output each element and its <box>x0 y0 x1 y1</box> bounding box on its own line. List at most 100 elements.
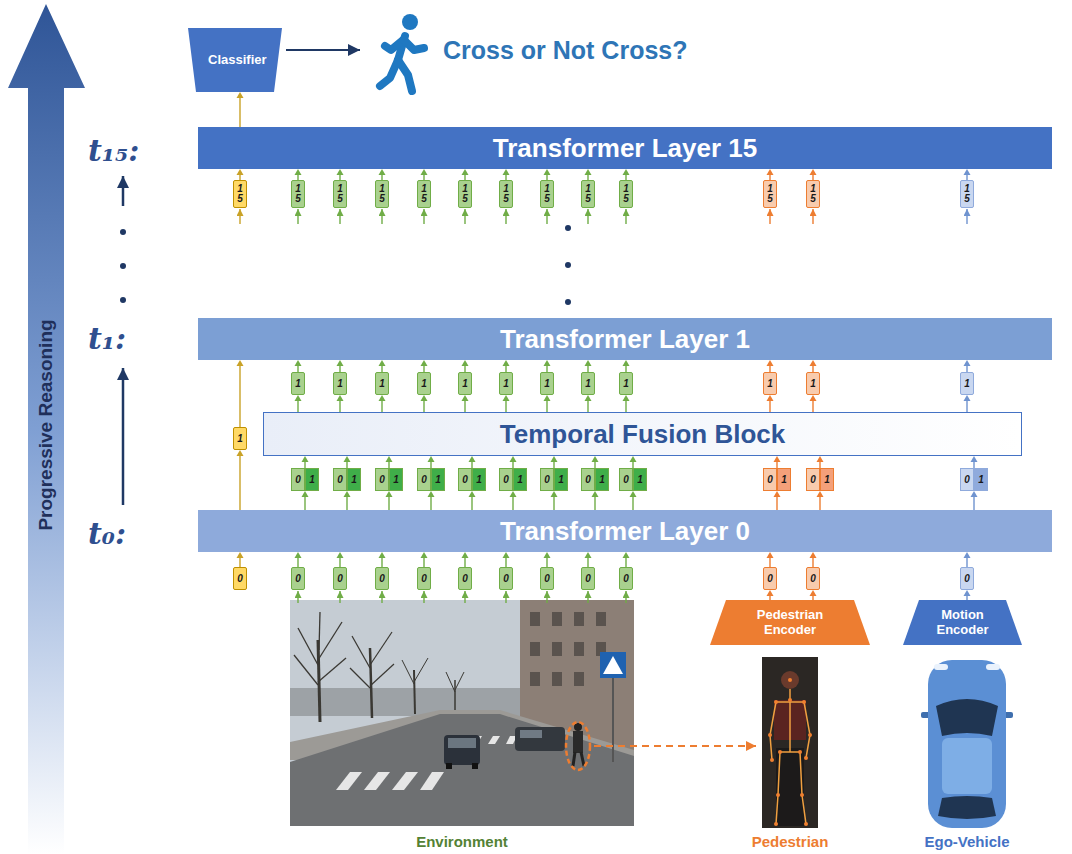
arrow-connector <box>295 395 302 412</box>
node-text: 15 <box>767 184 773 205</box>
arrow-connector <box>379 169 386 180</box>
node-text: 0 <box>619 468 633 491</box>
arrow-head <box>817 456 824 462</box>
token-box: 0 <box>540 567 554 590</box>
token-pair: 01 <box>960 468 988 491</box>
arrow-connector <box>337 360 344 372</box>
label-text: t₁: <box>88 321 126 356</box>
arrow-connector <box>767 552 774 567</box>
arrow-line <box>512 461 513 468</box>
arrow-line <box>423 365 424 372</box>
node-text: 0 <box>291 468 305 491</box>
token-pair: 01 <box>291 468 319 491</box>
token-box: 15 <box>806 180 820 208</box>
token-pair: 01 <box>417 468 445 491</box>
token-box: 15 <box>233 180 247 208</box>
arrow-connector <box>469 491 476 510</box>
arrow-head <box>623 552 630 558</box>
arrow-head <box>344 491 351 497</box>
arrow-head <box>810 360 817 366</box>
node-text: 0 <box>623 573 629 584</box>
arrow-head <box>337 169 344 175</box>
arrow-head <box>237 450 244 456</box>
arrow-line <box>625 365 626 372</box>
arrow-head <box>544 395 551 401</box>
token-box: 1 <box>806 372 820 395</box>
arrow-head <box>623 169 630 175</box>
arrow-head <box>295 360 302 366</box>
node-text: Motion Encoder <box>923 608 1002 638</box>
arrow-connector <box>774 491 781 510</box>
arrow-line <box>819 461 820 468</box>
arrow-connector <box>964 360 971 372</box>
node-text: 1 <box>623 378 629 389</box>
node-text: 1 <box>777 468 791 491</box>
token-box: 1 <box>417 372 431 395</box>
arrow-connector <box>623 169 630 180</box>
arrow-line <box>632 461 633 468</box>
arrow-line <box>973 461 974 468</box>
token-box: 0 <box>333 567 347 590</box>
node-text: 1 <box>767 378 773 389</box>
node-text: 15 <box>295 184 301 205</box>
node-text: 1 <box>633 468 647 491</box>
arrow-head <box>623 395 630 401</box>
arrow-head <box>386 491 393 497</box>
arrow-connector <box>379 552 386 567</box>
token-box: 15 <box>417 180 431 208</box>
arrow-connector <box>551 456 558 468</box>
arrow-connector <box>344 491 351 510</box>
token-box: 0 <box>619 567 633 590</box>
arrow-connector <box>964 169 971 180</box>
arrow-connector <box>544 360 551 372</box>
arrow-line <box>553 461 554 468</box>
token-box: 0 <box>960 567 974 590</box>
token-box: 1 <box>458 372 472 395</box>
arrow-head <box>469 491 476 497</box>
arrow-head <box>237 169 244 175</box>
arrow-connector <box>585 169 592 180</box>
node-text: 0 <box>421 573 427 584</box>
arrow-line <box>423 557 424 567</box>
arrow-connector <box>337 395 344 412</box>
arrow-connector <box>462 360 469 372</box>
arrow-line <box>430 496 431 510</box>
arrow-line <box>512 496 513 510</box>
arrow-line <box>966 400 967 412</box>
arrow-line <box>471 496 472 510</box>
arrow-head <box>585 552 592 558</box>
arrow-head <box>544 360 551 366</box>
node-text: 15 <box>379 184 385 205</box>
arrow-line <box>812 557 813 567</box>
arrow-connector <box>964 590 971 600</box>
arrow-head <box>428 491 435 497</box>
node-text: Temporal Fusion Block <box>500 419 786 450</box>
arrow-head <box>462 552 469 558</box>
arrow-head <box>810 590 817 596</box>
node-text: 1 <box>554 468 568 491</box>
arrow-head <box>295 552 302 558</box>
arrow-connector <box>510 491 517 510</box>
arrow-connector <box>344 456 351 468</box>
node-text: 1 <box>513 468 527 491</box>
arrow-head <box>774 456 781 462</box>
arrow-head <box>421 552 428 558</box>
arrow-connector <box>623 552 630 567</box>
token-box: 15 <box>499 180 513 208</box>
arrow-head <box>237 360 244 366</box>
node-text: 1 <box>389 468 403 491</box>
token-box: 1 <box>375 372 389 395</box>
arrow-line <box>505 365 506 372</box>
token-pair: 01 <box>581 468 609 491</box>
arrow-head <box>964 360 971 366</box>
arrow-connector <box>386 456 393 468</box>
arrow-head <box>767 360 774 366</box>
pedestrian-icon <box>380 14 424 91</box>
node-text: 0 <box>337 573 343 584</box>
arrow-line <box>423 400 424 412</box>
arrow-connector <box>295 169 302 180</box>
ellipsis-dot <box>565 262 571 268</box>
node-text: 15 <box>585 184 591 205</box>
arrow-connector <box>817 456 824 468</box>
token-pair: 01 <box>375 468 403 491</box>
